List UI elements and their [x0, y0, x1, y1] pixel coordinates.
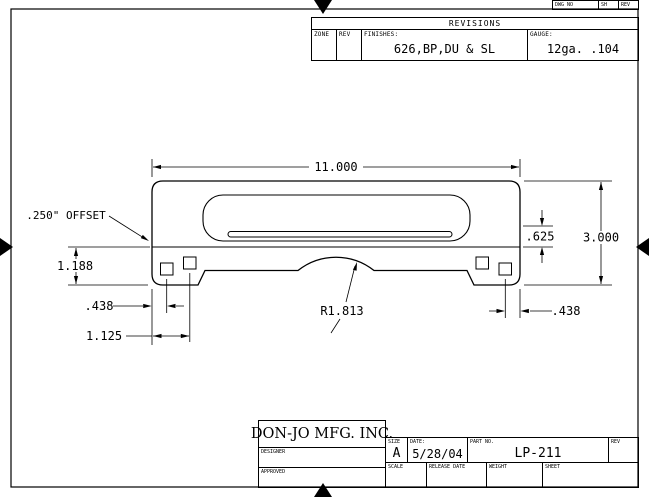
arrow-icon [496, 308, 505, 314]
dim-offset-to-edge: .625 [523, 210, 554, 263]
part-outline [151, 180, 521, 286]
date-value: 5/28/04 [412, 446, 463, 461]
dim-text-mask [581, 231, 621, 244]
sheet-label: SHEET [545, 464, 561, 470]
gauge-label: GAUGE: [530, 31, 553, 38]
arrow-icon [539, 247, 545, 255]
finishes-label: FINISHES: [364, 31, 399, 38]
dim-overall-height-text: 3.000 [583, 231, 619, 245]
mount-hole-right-outer [498, 262, 512, 276]
arrow-icon [73, 248, 79, 256]
radius-leader-lines [330, 265, 356, 334]
dim-offset-to-edge-text: .625 [526, 230, 555, 244]
finishes-value: 626,BP,DU & SL [393, 42, 496, 56]
dim-overall-height: 3.000 [524, 180, 621, 286]
offset-leader-line [108, 215, 143, 238]
dim-1125-lines [126, 273, 191, 342]
dim-438L-lines [113, 279, 184, 345]
offset-note-text: .250" OFFSET [26, 209, 106, 222]
designer-label: DESIGNER [261, 449, 286, 455]
part-view [151, 180, 521, 286]
dim-438R-lines [489, 279, 552, 318]
dim-hole-inset-right-text: .438 [552, 304, 581, 318]
dim-hole-inset-left: .438 [85, 279, 184, 345]
dim-text-mask [309, 160, 363, 173]
dwg-no-label: DWG NO [555, 2, 574, 8]
arrow-icon [167, 303, 176, 309]
arrow-icon [73, 276, 79, 284]
sheet-rev-label: REV [621, 2, 631, 8]
part-no-label: PART NO. [470, 439, 495, 445]
dim-notch-radius: R1.813 [320, 262, 364, 334]
zone-label: ZONE [314, 31, 330, 38]
sh-label: SH [601, 2, 608, 8]
latch-slot [227, 231, 453, 238]
arrow-icon [520, 308, 529, 314]
dim-bottom-height-text: 1.188 [57, 259, 93, 273]
center-mark-left-icon [0, 238, 13, 256]
arrow-icon [140, 234, 149, 241]
dim-hole-inset-left-text: .438 [85, 299, 114, 313]
arrow-icon [153, 164, 161, 170]
arrow-icon [153, 333, 162, 339]
dim-overall-width: 11.000 [151, 159, 521, 177]
arrow-icon [598, 276, 604, 284]
dim-hole-spacing-left: 1.125 [86, 273, 191, 343]
approved-label: APPROVED [261, 469, 286, 475]
dim-hole-spacing-left-text: 1.125 [86, 329, 122, 343]
gauge-value: 12ga. .104 [546, 42, 620, 56]
arrow-icon [143, 303, 152, 309]
arrow-icon [539, 218, 545, 226]
offset-raised-area [202, 194, 471, 242]
dim-notch-radius-text: R1.813 [320, 304, 363, 318]
mount-hole-right-inner [475, 256, 489, 270]
part-no-value: LP-211 [514, 446, 562, 461]
offset-note: .250" OFFSET [26, 209, 149, 241]
company-name: DON-JO MFG. INC. [250, 426, 394, 442]
rev-label: REV [339, 31, 351, 38]
titleblock-rev-label: REV [611, 439, 621, 445]
size-label: SIZE [388, 439, 401, 445]
weight-label: WEIGHT [489, 464, 508, 470]
arrow-icon [352, 262, 357, 271]
center-mark-right-icon [636, 238, 649, 256]
mount-hole-left-outer [160, 262, 174, 276]
center-mark-bottom-icon [314, 483, 332, 497]
sheet-border [10, 8, 639, 488]
date-label: DATE: [410, 439, 426, 445]
center-mark-top-icon [314, 0, 332, 14]
arrow-icon [511, 164, 519, 170]
finishes-cell: FINISHES: 626,BP,DU & SL [361, 29, 528, 61]
scale-label: SCALE [388, 464, 404, 470]
dim-bottom-height: 1.188 [53, 246, 150, 286]
mount-hole-left-inner [183, 256, 197, 270]
dim-625-lines [523, 210, 553, 263]
release-date-label: RELEASE DATE [429, 464, 466, 470]
revisions-title: REVISIONS [448, 19, 502, 28]
dim-text-mask [53, 259, 97, 272]
size-value: A [392, 446, 401, 461]
dim-hole-inset-right: .438 [489, 279, 580, 318]
dim-overall-width-text: 11.000 [314, 160, 357, 174]
arrow-icon [598, 182, 604, 190]
arrow-icon [180, 333, 190, 339]
